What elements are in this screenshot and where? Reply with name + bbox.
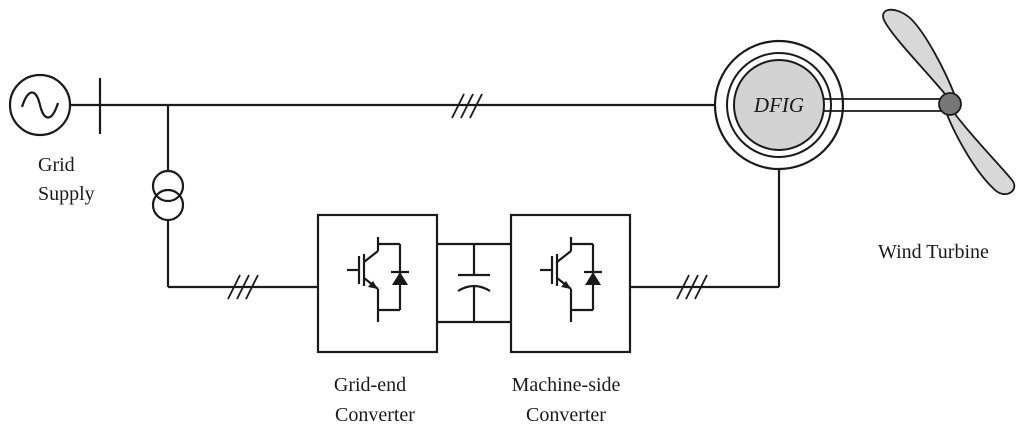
three-phase-marker-rotor [676,274,708,300]
wind-turbine-label: Wind Turbine [878,241,989,263]
transformer-icon [151,169,185,222]
shaft [824,98,948,112]
dfig-label: DFIG [753,93,804,117]
dfig-generator-icon [713,39,845,171]
igbt-icon [347,237,409,322]
grid-end-converter-label-line2: Converter [335,404,415,426]
three-phase-marker-grid-converter [227,274,259,300]
machine-side-converter-box [509,213,632,354]
ac-source-icon [8,73,72,137]
grid-supply-label-line2: Supply [38,183,95,205]
igbt-icon [540,237,602,322]
machine-side-converter-label-line2: Converter [526,404,606,426]
grid-end-converter-box [316,213,439,354]
grid-supply-label-line1: Grid [38,154,75,176]
wind-turbine-icon [882,8,1016,195]
grid-end-converter-label-line1: Grid-end [334,374,406,396]
three-phase-marker-stator [451,93,483,119]
machine-side-converter-label-line1: Machine-side [512,374,621,396]
capacitor-icon [457,244,491,322]
